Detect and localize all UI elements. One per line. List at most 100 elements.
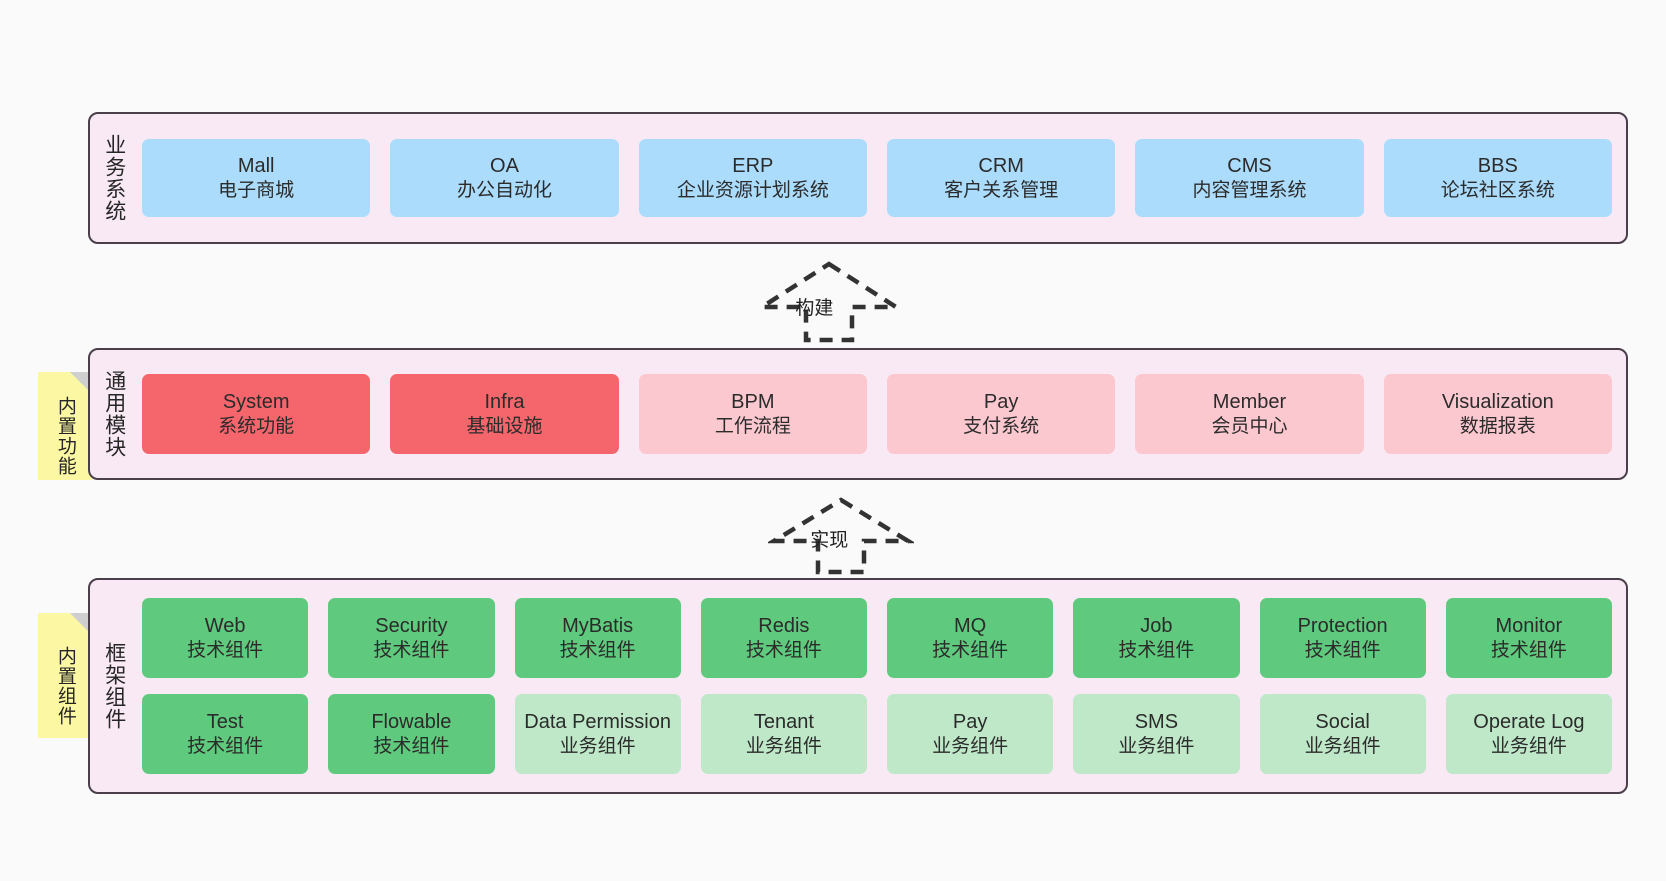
sticky-note-builtin-components: 内置组件 bbox=[38, 613, 92, 738]
card-subtitle: 工作流程 bbox=[714, 415, 791, 437]
card-title: Pay bbox=[952, 711, 988, 734]
sticky-note-builtin-features: 内置功能 bbox=[38, 372, 92, 480]
module-card-redis[interactable]: Redis 技术组件 bbox=[700, 598, 867, 678]
module-card-test[interactable]: Test 技术组件 bbox=[142, 694, 309, 774]
module-card-pay[interactable]: Pay 支付系统 bbox=[886, 374, 1116, 454]
card-title: Pay bbox=[983, 391, 1019, 414]
card-subtitle: 基础设施 bbox=[466, 415, 543, 437]
module-card-system[interactable]: System 系统功能 bbox=[142, 374, 371, 454]
generalization-arrow-build: 构建 bbox=[754, 260, 904, 344]
module-card-monitor[interactable]: Monitor 技术组件 bbox=[1445, 598, 1612, 678]
layer-body-business: Mall 电子商城 OA 办公自动化 ERP 企业资源计划系统 CRM 客户关系… bbox=[138, 114, 1626, 242]
card-title: Member bbox=[1212, 391, 1287, 414]
module-card-bbs[interactable]: BBS 论坛社区系统 bbox=[1383, 139, 1612, 217]
card-title: Web bbox=[204, 615, 246, 638]
module-card-tenant[interactable]: Tenant 业务组件 bbox=[700, 694, 867, 774]
card-title: Social bbox=[1315, 711, 1370, 734]
module-card-social[interactable]: Social 业务组件 bbox=[1259, 694, 1426, 774]
card-subtitle: 业务组件 bbox=[559, 735, 636, 757]
card-subtitle: 办公自动化 bbox=[456, 179, 552, 201]
card-subtitle: 客户关系管理 bbox=[944, 179, 1059, 201]
module-card-visualization[interactable]: Visualization 数据报表 bbox=[1383, 374, 1612, 454]
card-subtitle: 技术组件 bbox=[1490, 639, 1567, 661]
card-title: CRM bbox=[978, 155, 1024, 178]
card-title: MyBatis bbox=[562, 615, 634, 638]
card-subtitle: 技术组件 bbox=[1118, 639, 1195, 661]
card-subtitle: 技术组件 bbox=[1304, 639, 1381, 661]
card-title: Protection bbox=[1297, 615, 1388, 638]
row: System 系统功能 Infra 基础设施 BPM 工作流程 Pay 支付系统… bbox=[142, 374, 1612, 454]
module-card-pay-business[interactable]: Pay 业务组件 bbox=[887, 694, 1054, 774]
card-title: Job bbox=[1140, 615, 1173, 638]
card-subtitle: 业务组件 bbox=[1304, 735, 1381, 757]
card-title: Data Permission bbox=[524, 711, 671, 734]
module-card-mall[interactable]: Mall 电子商城 bbox=[142, 139, 371, 217]
card-subtitle: 技术组件 bbox=[373, 639, 450, 661]
card-title: BBS bbox=[1477, 155, 1518, 178]
card-title: Operate Log bbox=[1473, 711, 1585, 734]
generalization-arrow-implement: 实现 bbox=[766, 496, 916, 576]
row: Web 技术组件 Security 技术组件 MyBatis 技术组件 Redi… bbox=[142, 598, 1612, 678]
card-title: Flowable bbox=[371, 711, 452, 734]
module-card-member[interactable]: Member 会员中心 bbox=[1135, 374, 1364, 454]
card-subtitle: 技术组件 bbox=[373, 735, 450, 757]
card-subtitle: 技术组件 bbox=[932, 639, 1009, 661]
module-card-data-permission[interactable]: Data Permission 业务组件 bbox=[514, 694, 681, 774]
card-title: Mall bbox=[237, 155, 275, 178]
card-title: Infra bbox=[484, 391, 525, 414]
arrow-label-build: 构建 bbox=[795, 298, 834, 319]
card-subtitle: 技术组件 bbox=[187, 735, 264, 757]
arrow-label-implement: 实现 bbox=[810, 530, 849, 551]
card-title: MQ bbox=[954, 615, 987, 638]
module-card-security[interactable]: Security 技术组件 bbox=[328, 598, 495, 678]
card-title: Visualization bbox=[1441, 391, 1554, 414]
card-title: Test bbox=[206, 711, 244, 734]
module-card-bpm[interactable]: BPM 工作流程 bbox=[638, 374, 867, 454]
module-card-cms[interactable]: CMS 内容管理系统 bbox=[1135, 139, 1364, 217]
row: Mall 电子商城 OA 办公自动化 ERP 企业资源计划系统 CRM 客户关系… bbox=[142, 139, 1612, 217]
module-card-flowable[interactable]: Flowable 技术组件 bbox=[328, 694, 495, 774]
dashed-hollow-arrow-icon bbox=[754, 261, 904, 343]
card-title: ERP bbox=[732, 155, 774, 178]
layer-label-business: 业务系统 bbox=[102, 134, 126, 222]
module-card-oa[interactable]: OA 办公自动化 bbox=[390, 139, 619, 217]
card-subtitle: 系统功能 bbox=[218, 415, 295, 437]
card-title: System bbox=[222, 391, 290, 414]
card-title: BPM bbox=[731, 391, 775, 414]
module-card-job[interactable]: Job 技术组件 bbox=[1073, 598, 1240, 678]
module-card-operate-log[interactable]: Operate Log 业务组件 bbox=[1445, 694, 1612, 774]
module-card-mq[interactable]: MQ 技术组件 bbox=[887, 598, 1054, 678]
card-title: OA bbox=[490, 155, 519, 178]
card-subtitle: 支付系统 bbox=[963, 415, 1040, 437]
module-card-infra[interactable]: Infra 基础设施 bbox=[390, 374, 619, 454]
card-subtitle: 会员中心 bbox=[1211, 415, 1288, 437]
card-subtitle: 技术组件 bbox=[187, 639, 264, 661]
module-card-mybatis[interactable]: MyBatis 技术组件 bbox=[514, 598, 681, 678]
card-title: CMS bbox=[1227, 155, 1272, 178]
card-subtitle: 技术组件 bbox=[559, 639, 636, 661]
card-subtitle: 电子商城 bbox=[218, 179, 295, 201]
card-title: Security bbox=[375, 615, 448, 638]
card-title: Monitor bbox=[1495, 615, 1563, 638]
module-card-erp[interactable]: ERP 企业资源计划系统 bbox=[638, 139, 867, 217]
card-title: Redis bbox=[758, 615, 810, 638]
module-card-web[interactable]: Web 技术组件 bbox=[142, 598, 309, 678]
layer-business-systems: 业务系统 Mall 电子商城 OA 办公自动化 ERP 企业资源计划系统 CRM… bbox=[88, 112, 1628, 244]
layer-label-modules: 通用模块 bbox=[102, 370, 126, 458]
card-subtitle: 数据报表 bbox=[1459, 415, 1536, 437]
row: Test 技术组件 Flowable 技术组件 Data Permission … bbox=[142, 694, 1612, 774]
layer-framework-components: 框架组件 Web 技术组件 Security 技术组件 MyBatis 技术组件… bbox=[88, 578, 1628, 794]
layer-body-frame: Web 技术组件 Security 技术组件 MyBatis 技术组件 Redi… bbox=[138, 580, 1626, 792]
card-subtitle: 业务组件 bbox=[932, 735, 1009, 757]
module-card-crm[interactable]: CRM 客户关系管理 bbox=[886, 139, 1116, 217]
module-card-protection[interactable]: Protection 技术组件 bbox=[1259, 598, 1426, 678]
card-subtitle: 业务组件 bbox=[745, 735, 822, 757]
card-subtitle: 论坛社区系统 bbox=[1440, 179, 1555, 201]
card-subtitle: 技术组件 bbox=[745, 639, 822, 661]
module-card-sms[interactable]: SMS 业务组件 bbox=[1073, 694, 1240, 774]
layer-common-modules: 通用模块 System 系统功能 Infra 基础设施 BPM 工作流程 Pay… bbox=[88, 348, 1628, 480]
layer-label-frame: 框架组件 bbox=[102, 642, 126, 730]
card-subtitle: 业务组件 bbox=[1490, 735, 1567, 757]
dashed-hollow-arrow-icon bbox=[766, 497, 916, 575]
